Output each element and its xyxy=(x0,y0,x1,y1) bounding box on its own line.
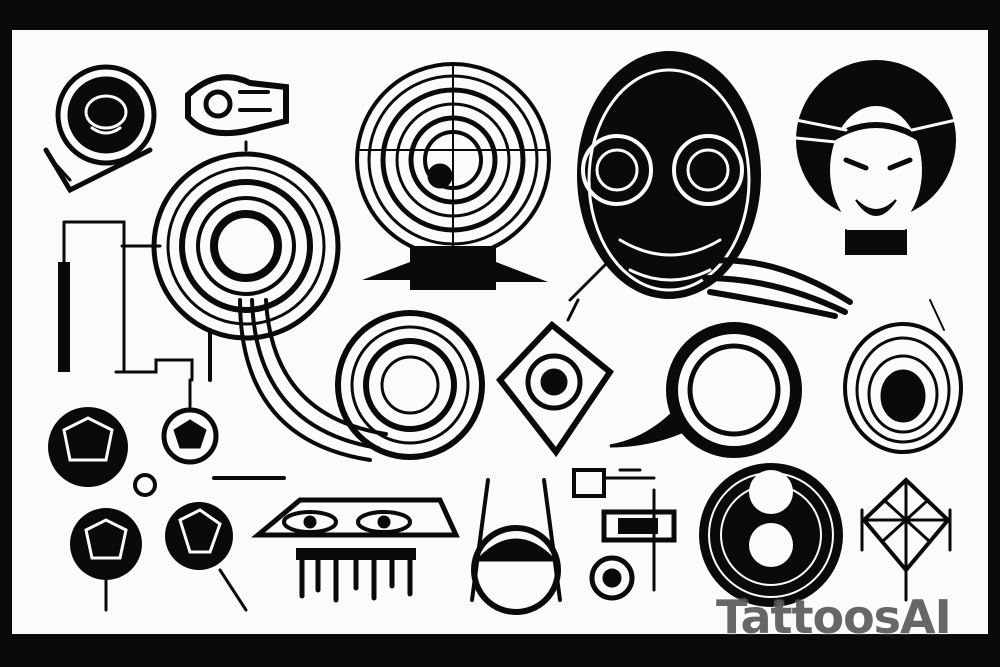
eclipse-ring-icon xyxy=(699,463,843,607)
eye-band-icon xyxy=(251,497,460,603)
gem-medallion-icon xyxy=(48,407,157,612)
swirl-ring-icon xyxy=(609,322,802,458)
eye-glyph-icon xyxy=(185,74,289,137)
geometric-crystal-icon xyxy=(860,477,952,602)
watermark-text: TattoosAI xyxy=(716,590,952,644)
concentric-spiral-disc-icon xyxy=(355,62,551,290)
tech-ring-icon xyxy=(58,140,341,382)
egg-portrait-icon xyxy=(843,322,963,454)
eye-diamond-icon xyxy=(496,298,615,458)
wire-spiral-icon xyxy=(238,298,485,462)
portrait-medallion-icon xyxy=(43,64,157,194)
tool-bracket-icon xyxy=(572,468,677,592)
pendant-icon xyxy=(161,378,286,612)
masked-face-icon xyxy=(568,51,853,319)
female-portrait-icon xyxy=(794,60,958,331)
arch-dome-icon xyxy=(470,478,635,615)
